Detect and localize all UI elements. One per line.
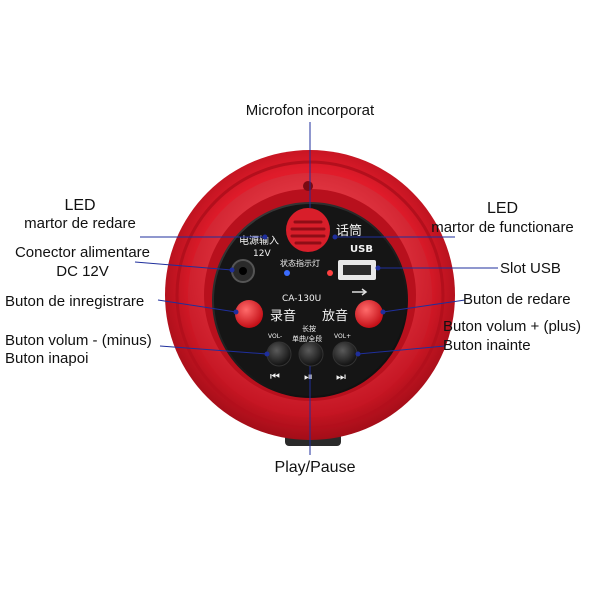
record-panel-label: 录音 xyxy=(270,308,296,324)
label-volum-minus: Buton volum - (minus) xyxy=(5,332,152,349)
control-panel-face xyxy=(214,204,406,396)
power-panel-label: 电源输入 xyxy=(239,234,279,247)
next-volplus-button xyxy=(332,341,358,367)
mic-panel-label: 话筒 xyxy=(336,223,362,239)
model-label: CA-130U xyxy=(282,294,321,304)
label-inainte: Buton inainte xyxy=(443,337,531,354)
vol-minus-panel-label: VOL- xyxy=(268,333,282,340)
label-volum-plus: Buton volum + (plus) xyxy=(443,318,581,335)
label-conector-1: Conector alimentare xyxy=(14,244,151,261)
long-press-label: 长按 xyxy=(302,324,316,333)
play-button xyxy=(355,300,383,328)
usb-panel-label: USB xyxy=(350,244,373,255)
label-buton-inregistrare: Buton de inregistrare xyxy=(5,293,145,310)
label-buton-redare: Buton de redare xyxy=(463,291,571,308)
label-led-functionare-2: martor de functionare xyxy=(431,219,574,236)
led-power-indicator xyxy=(327,270,333,276)
prev-icon: ⏮ xyxy=(270,370,280,383)
power-voltage-label: 12V xyxy=(253,249,271,259)
label-led-functionare-1: LED xyxy=(486,200,519,217)
vol-plus-panel-label: VOL+ xyxy=(334,333,351,340)
label-microfon: Microfon incorporat xyxy=(245,102,375,119)
next-icon: ⏭ xyxy=(336,370,346,383)
dc-jack-pin xyxy=(239,267,247,275)
label-led-redare-1: LED xyxy=(64,197,96,214)
label-conector-2: DC 12V xyxy=(56,263,109,280)
leader-lines xyxy=(134,122,498,455)
label-inapoi: Buton inapoi xyxy=(5,350,89,367)
playpause-button xyxy=(298,341,324,367)
status-led-label: 状态指示灯 xyxy=(280,258,320,268)
play-panel-label: 放音 xyxy=(322,308,348,324)
label-slot-usb: Slot USB xyxy=(500,260,561,277)
mode-label: 单曲/全段 xyxy=(292,334,322,343)
label-led-redare-2: martor de redare xyxy=(24,215,136,232)
record-button xyxy=(235,300,263,328)
playpause-icon: ⏯ xyxy=(304,370,313,383)
usb-symbol-icon xyxy=(352,288,368,296)
usb-slot-inner xyxy=(343,265,371,275)
prev-volminus-button xyxy=(266,341,292,367)
label-play-pause: Play/Pause xyxy=(274,459,356,476)
led-playback-indicator xyxy=(284,270,290,276)
screw-hole xyxy=(303,181,313,191)
